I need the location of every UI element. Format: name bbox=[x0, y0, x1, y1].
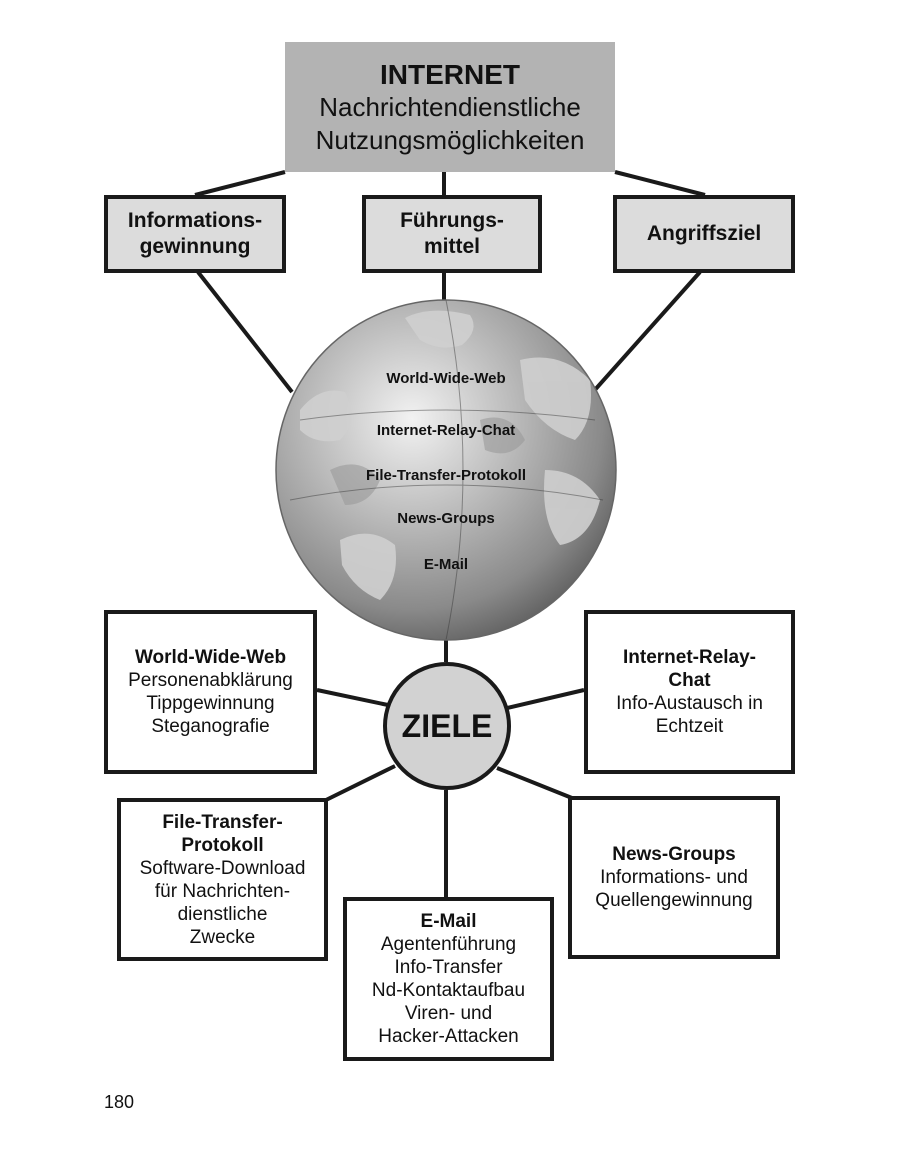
target-heading: Internet-Relay- bbox=[622, 647, 757, 668]
target-line: Viren- und bbox=[404, 1003, 493, 1024]
category-label-line: Angriffsziel bbox=[646, 222, 762, 245]
target-line: Info-Transfer bbox=[394, 957, 503, 978]
title-line-3: Nutzungsmöglichkeiten bbox=[315, 124, 585, 155]
target-line: Hacker-Attacken bbox=[378, 1026, 519, 1047]
target-line: Software-Download bbox=[139, 857, 306, 879]
target-box-email: E-Mail Agentenführung Info-Transfer Nd-K… bbox=[343, 897, 554, 1061]
target-line: Nd-Kontaktaufbau bbox=[371, 980, 526, 1001]
category-informationsgewinnung: Informations- gewinnung bbox=[104, 195, 286, 273]
category-angriffsziel: Angriffsziel bbox=[613, 195, 795, 273]
target-heading: File-Transfer- bbox=[162, 811, 283, 833]
target-heading: World-Wide-Web bbox=[134, 647, 287, 668]
target-box-www: World-Wide-Web Personenabklärung Tippgew… bbox=[104, 610, 317, 774]
globe-label-www: World-Wide-Web bbox=[386, 370, 506, 387]
globe-label-ftp: File-Transfer-Protokoll bbox=[365, 467, 527, 484]
target-heading: Chat bbox=[668, 670, 711, 691]
category-label-line: mittel bbox=[423, 235, 480, 258]
globe-label-news: News-Groups bbox=[397, 510, 495, 527]
target-line: Zwecke bbox=[189, 926, 256, 948]
category-label-line: Führungs- bbox=[400, 209, 504, 232]
title-box: INTERNET Nachrichtendienstliche Nutzungs… bbox=[285, 42, 615, 172]
target-box-irc: Internet-Relay- Chat Info-Austausch in E… bbox=[584, 610, 795, 774]
page-number: 180 bbox=[104, 1092, 135, 1112]
target-heading: News-Groups bbox=[612, 844, 736, 865]
target-line: Echtzeit bbox=[655, 716, 724, 737]
globe-label-irc: Internet-Relay-Chat bbox=[376, 422, 516, 439]
globe-label-email: E-Mail bbox=[423, 556, 469, 573]
title-main: INTERNET bbox=[380, 58, 520, 90]
target-line: Tippgewinnung bbox=[146, 693, 275, 714]
target-line: Personenabklärung bbox=[128, 670, 293, 691]
target-box-news: News-Groups Informations- und Quellengew… bbox=[568, 796, 780, 959]
target-line: Informations- und bbox=[600, 867, 748, 888]
category-label-line: Informations- bbox=[127, 209, 263, 232]
target-heading: E-Mail bbox=[420, 911, 477, 932]
target-line: für Nachrichten- bbox=[154, 880, 291, 902]
target-line: Quellengewinnung bbox=[595, 890, 753, 911]
target-heading: Protokoll bbox=[181, 834, 264, 856]
center-circle-ziele: ZIELE bbox=[383, 662, 511, 790]
target-line: Info-Austausch in bbox=[616, 693, 763, 714]
category-label-line: gewinnung bbox=[139, 235, 251, 258]
category-fuehrungsmittel: Führungs- mittel bbox=[362, 195, 542, 273]
title-line-2: Nachrichtendienstliche bbox=[319, 91, 581, 122]
target-line: dienstliche bbox=[177, 903, 268, 925]
target-line: Steganografie bbox=[151, 716, 270, 737]
globe-image bbox=[275, 299, 617, 641]
target-box-ftp: File-Transfer- Protokoll Software-Downlo… bbox=[117, 798, 328, 961]
target-line: Agentenführung bbox=[380, 934, 517, 955]
